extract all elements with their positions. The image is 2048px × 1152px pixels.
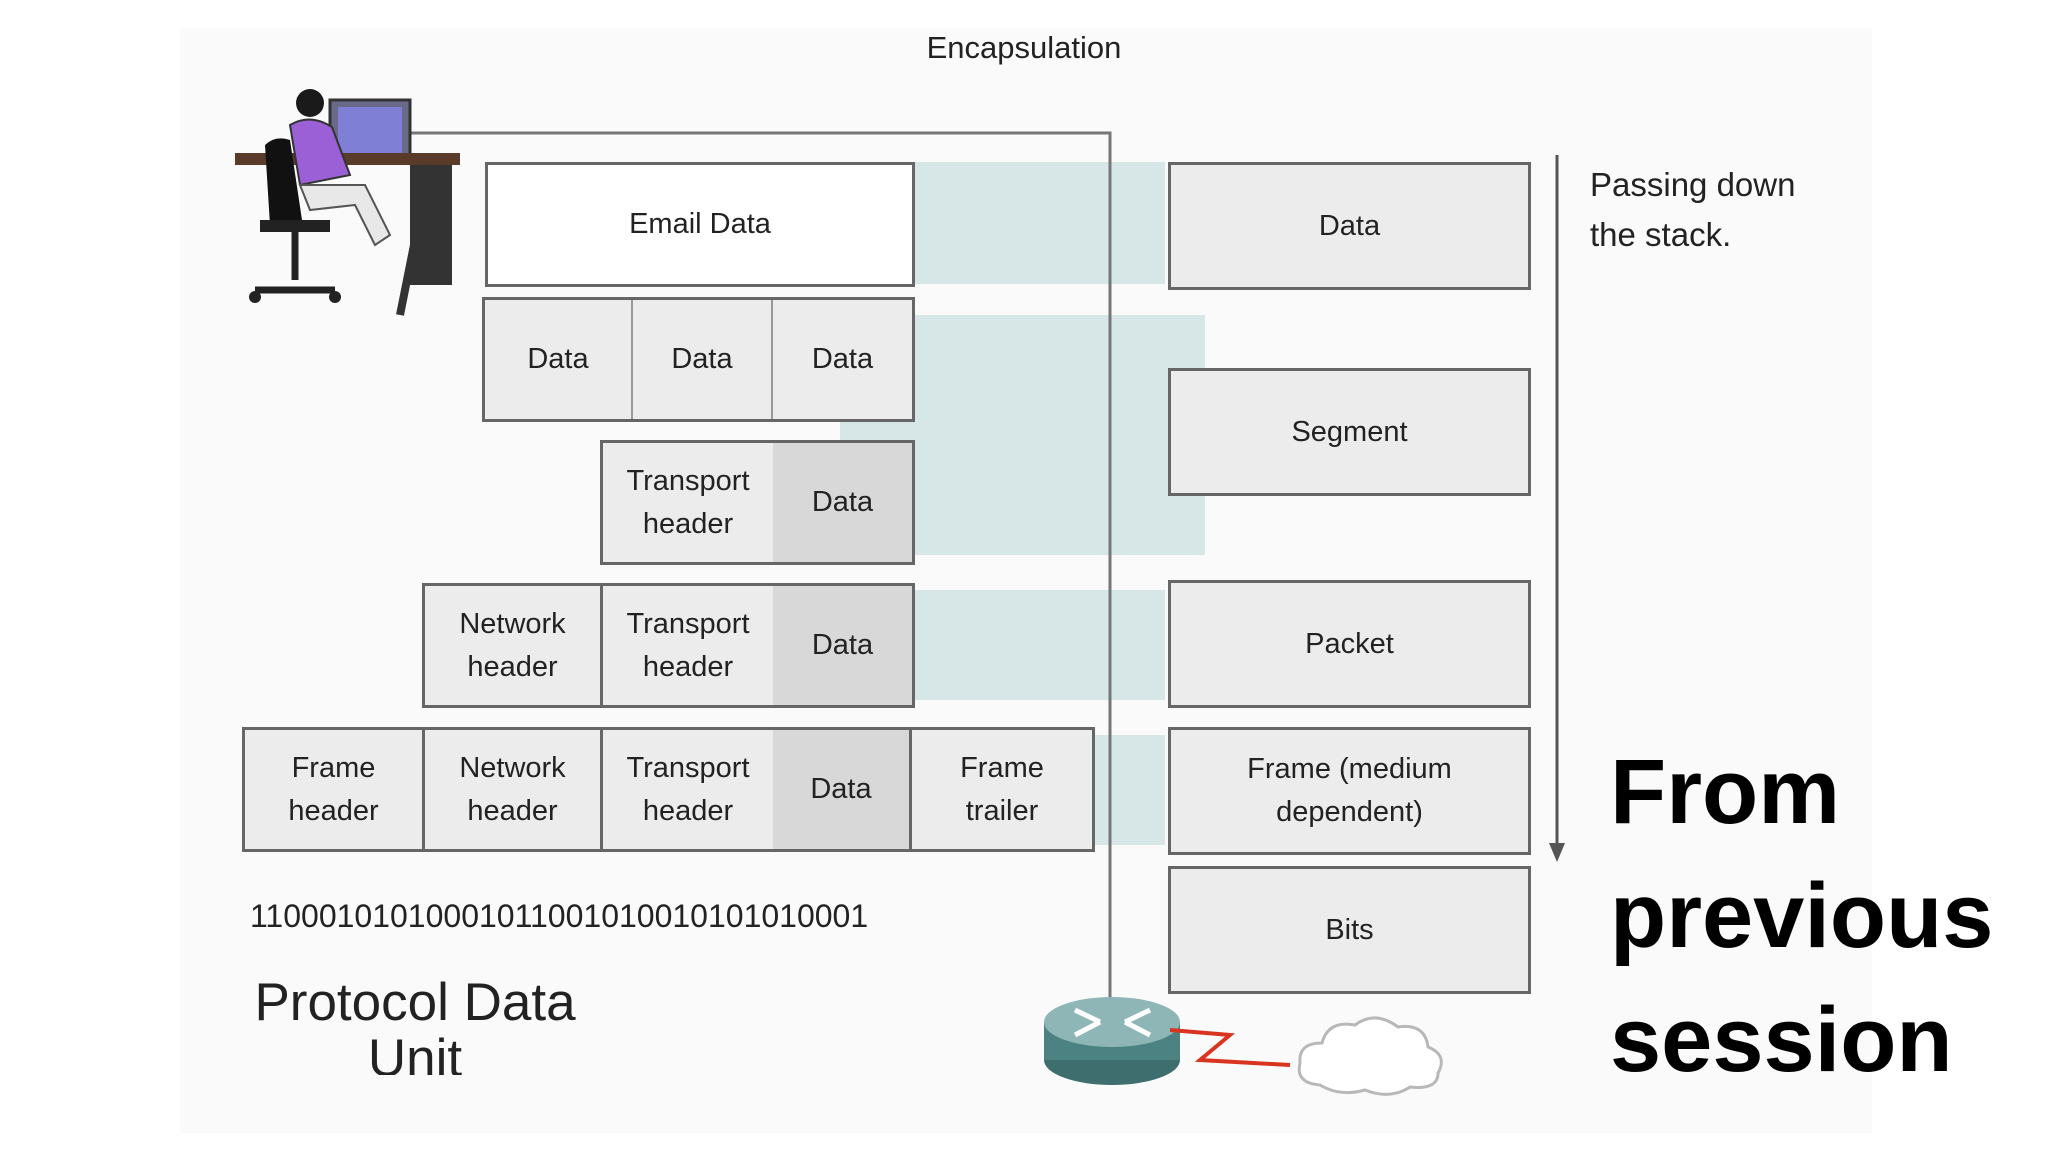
frame-transport-header: Transport header xyxy=(603,730,773,849)
packet-data: Data xyxy=(773,586,912,705)
user-at-computer-icon xyxy=(235,89,460,316)
from-previous-session-label: From previous session xyxy=(1610,741,1994,1091)
pdu-packet: Packet xyxy=(1168,580,1531,708)
frame-network-header: Network header xyxy=(425,730,603,849)
frame-row: Frame header Network header Transport he… xyxy=(242,727,1095,852)
packet-network-header: Network header xyxy=(425,586,603,705)
email-data-box: Email Data xyxy=(485,162,915,287)
pdu-data: Data xyxy=(1168,162,1531,290)
frame-header: Frame header xyxy=(245,730,425,849)
segment-transport-header: Transport header xyxy=(603,443,773,562)
bit-stream: 11000101010001011001010010101010001 xyxy=(250,898,869,934)
pdu-frame: Frame (medium dependent) xyxy=(1168,727,1531,855)
frame-data: Data xyxy=(773,730,912,849)
band-frame xyxy=(1095,735,1165,845)
segment-data: Data xyxy=(773,443,912,562)
data-segment-2: Data xyxy=(631,300,771,419)
pdu-segment: Segment xyxy=(1168,368,1531,496)
pdu-label: Protocol Data Unit (PDU) xyxy=(254,975,576,1075)
data-segments-group: Data Data Data xyxy=(482,297,915,422)
data-segment-3: Data xyxy=(771,300,912,419)
packet-row: Network header Transport header Data xyxy=(422,583,915,708)
serial-link-icon xyxy=(1170,1028,1291,1067)
band-packet xyxy=(915,590,1165,700)
diagram-title: Encapsulation xyxy=(926,30,1122,65)
frame-trailer: Frame trailer xyxy=(912,730,1092,849)
segment-row: Transport header Data xyxy=(600,440,915,565)
band-data xyxy=(915,162,1165,284)
network-cloud-icon xyxy=(1297,1016,1443,1096)
data-segment-1: Data xyxy=(485,300,631,419)
pdu-bits: Bits xyxy=(1168,866,1531,994)
passing-down-note: Passing down the stack. xyxy=(1590,166,1796,253)
packet-transport-header: Transport header xyxy=(603,586,773,705)
router-icon xyxy=(1044,997,1180,1085)
band-segment xyxy=(915,315,1205,555)
